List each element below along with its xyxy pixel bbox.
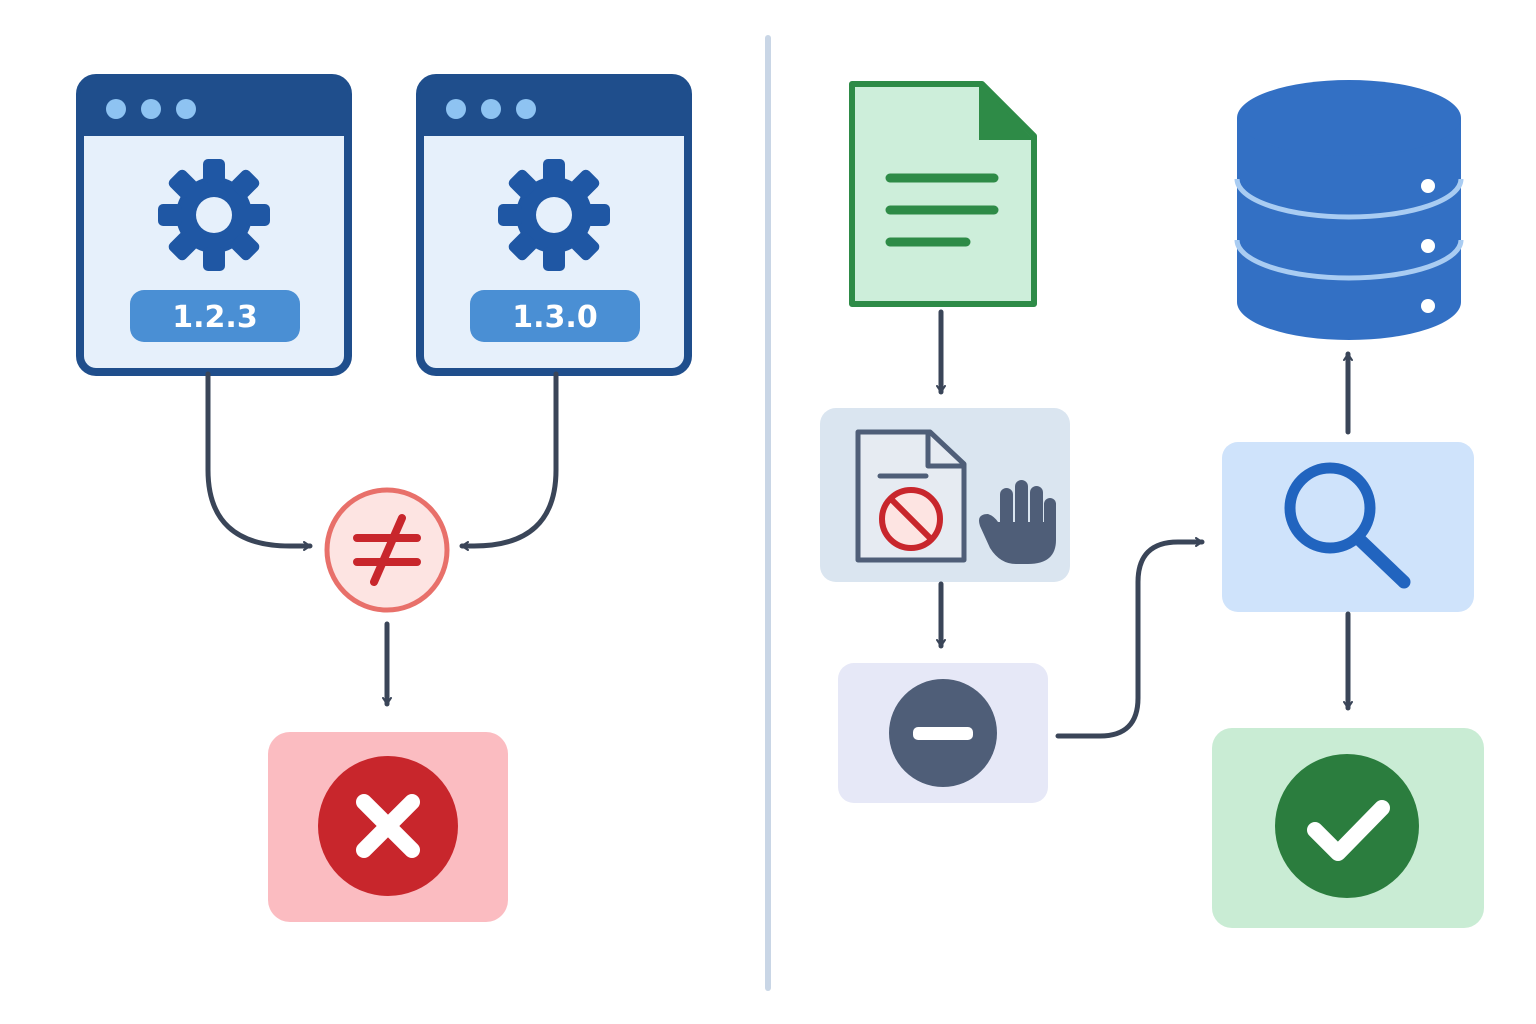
error-result <box>268 732 508 922</box>
magnifier-icon <box>1284 462 1411 589</box>
checkmark-icon <box>1307 800 1390 861</box>
connector-arrow <box>459 371 559 551</box>
version-label: 1.2.3 <box>172 300 257 335</box>
version-label: 1.3.0 <box>512 300 597 335</box>
connector-arrow <box>205 371 313 551</box>
window-dot <box>176 99 196 119</box>
version-badge <box>130 290 300 342</box>
window-dot <box>141 99 161 119</box>
connector-arrow <box>1055 537 1205 739</box>
left-panel: 1.2.3 1.3.0 <box>76 74 692 922</box>
version-badge <box>470 290 640 342</box>
blocked-document-icon <box>855 429 967 563</box>
success-result <box>1212 728 1484 928</box>
window-dot <box>106 99 126 119</box>
not-equal-icon <box>324 487 450 613</box>
document-icon <box>849 81 1037 307</box>
database-icon <box>1234 80 1464 340</box>
search-box <box>1222 442 1474 612</box>
app-window-1: 1.2.3 <box>76 74 352 376</box>
blocked-box <box>820 408 1070 582</box>
window-dot <box>516 99 536 119</box>
minus-box <box>838 663 1048 803</box>
minus-circle-icon <box>889 679 997 787</box>
app-window-2: 1.3.0 <box>416 74 692 376</box>
window-dot <box>446 99 466 119</box>
gear-icon <box>158 159 270 271</box>
hand-stop-icon <box>979 480 1056 564</box>
x-icon <box>356 794 420 858</box>
window-dot <box>481 99 501 119</box>
right-panel <box>820 80 1484 928</box>
gear-icon <box>498 159 610 271</box>
